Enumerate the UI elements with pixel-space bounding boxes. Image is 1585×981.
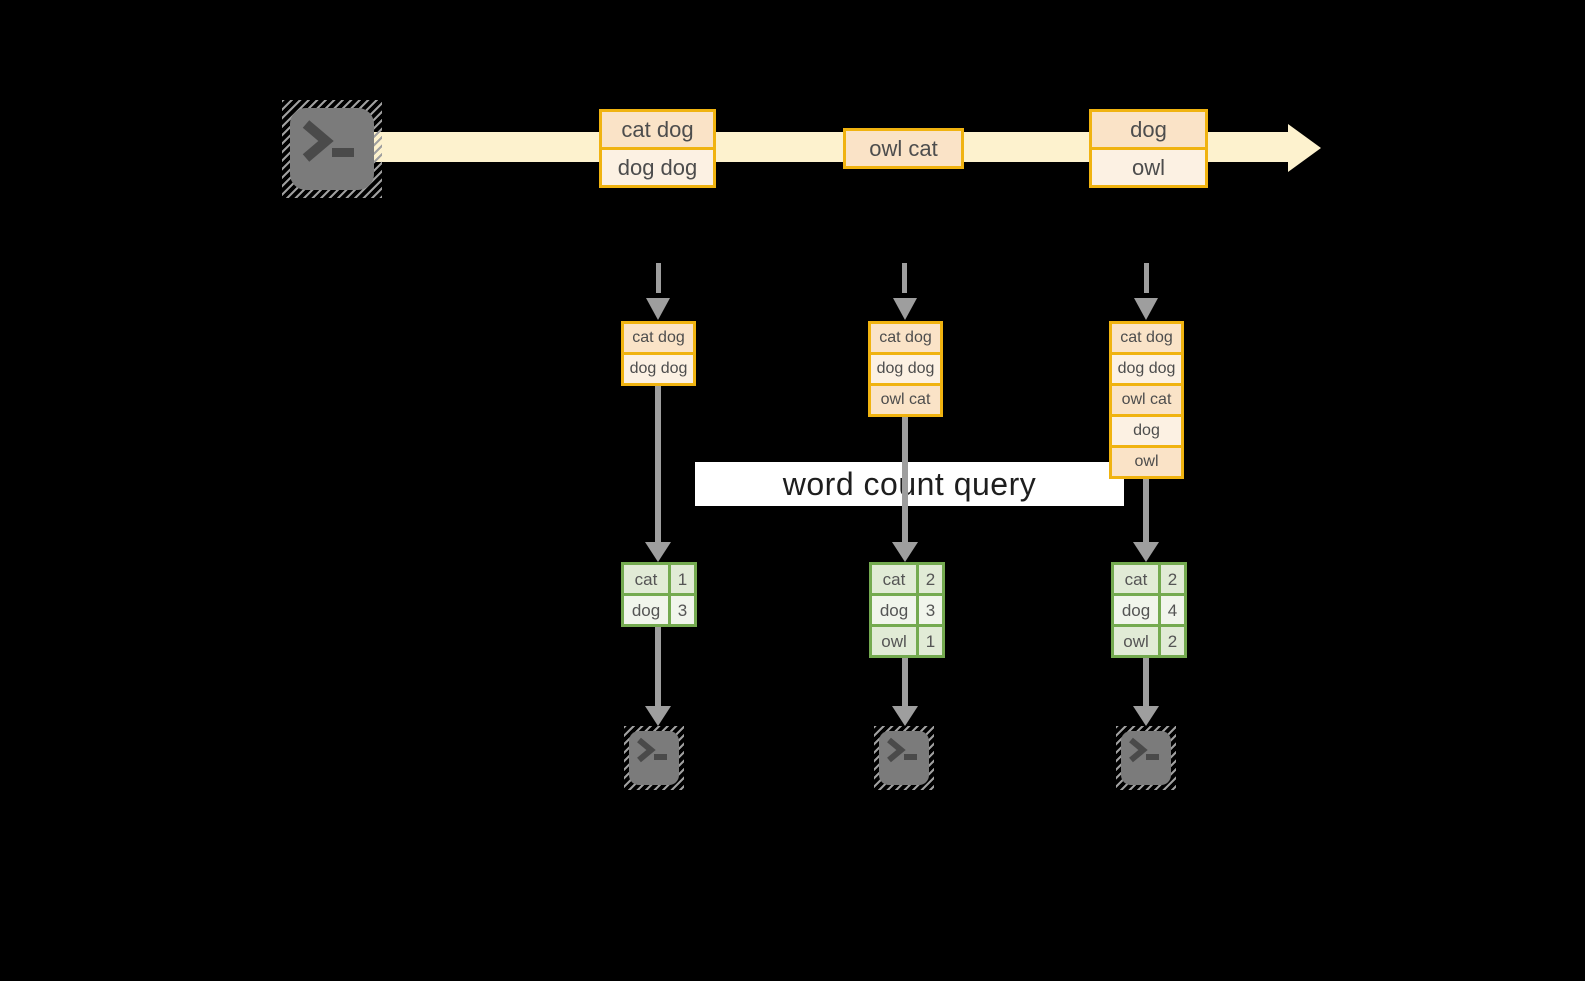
terminal-icon: [879, 731, 929, 785]
terminal-prompt-icon: [637, 737, 667, 763]
buffer-row: dog dog: [1112, 355, 1181, 383]
stream-record-line: dog: [1092, 112, 1205, 147]
query-arrowhead-3: [1133, 542, 1159, 562]
count-table-1: cat 1 dog 3: [621, 562, 697, 627]
sink-arrowhead-3: [1133, 706, 1159, 726]
ingest-arrow-dash-1: [656, 263, 661, 293]
stream-record-1: cat dog dog dog: [599, 109, 716, 188]
count-value: 3: [919, 596, 942, 624]
stream-record-line: owl cat: [846, 131, 961, 166]
source-terminal-hatch: [282, 100, 382, 198]
terminal-prompt-icon: [302, 120, 354, 162]
buffer-row: owl cat: [1112, 386, 1181, 414]
sink-arrow-line-3: [1143, 658, 1149, 707]
stream-record-line: owl: [1092, 150, 1205, 185]
query-banner-label: word count query: [782, 465, 1037, 502]
count-value: 3: [671, 596, 694, 624]
stream-record-line: dog dog: [602, 150, 713, 185]
count-value: 2: [919, 565, 942, 593]
ingest-arrow-dash-3: [1144, 263, 1149, 293]
buffer-row: dog dog: [624, 355, 693, 383]
count-word: cat: [1114, 565, 1158, 593]
ingest-arrow-dash-2: [902, 263, 907, 293]
buffer-row: dog dog: [871, 355, 940, 383]
sink-terminal-hatch-2: [874, 726, 934, 790]
count-word: dog: [624, 596, 668, 624]
sink-arrowhead-2: [892, 706, 918, 726]
terminal-prompt-icon: [1129, 737, 1159, 763]
count-value: 1: [671, 565, 694, 593]
query-banner: word count query: [695, 462, 1124, 506]
stream-record-3: dog owl: [1089, 109, 1208, 188]
terminal-prompt-icon: [887, 737, 917, 763]
query-arrowhead-1: [645, 542, 671, 562]
sink-terminal-hatch-1: [624, 726, 684, 790]
buffer-stack-3: cat dog dog dog owl cat dog owl: [1109, 321, 1184, 479]
stream-arrowhead: [1288, 124, 1321, 172]
count-value: 1: [919, 627, 942, 655]
count-table-2: cat 2 dog 3 owl 1: [869, 562, 945, 658]
count-value: 2: [1161, 627, 1184, 655]
count-word: cat: [872, 565, 916, 593]
buffer-row: owl cat: [871, 386, 940, 414]
ingest-arrowhead-1: [646, 298, 670, 320]
count-word: dog: [872, 596, 916, 624]
buffer-row: cat dog: [624, 324, 693, 352]
count-word: owl: [872, 627, 916, 655]
query-arrow-line-2: [902, 417, 908, 543]
buffer-row: owl: [1112, 448, 1181, 476]
sink-arrowhead-1: [645, 706, 671, 726]
buffer-stack-2: cat dog dog dog owl cat: [868, 321, 943, 417]
terminal-icon: [1121, 731, 1171, 785]
terminal-icon: [629, 731, 679, 785]
count-word: cat: [624, 565, 668, 593]
buffer-row: cat dog: [871, 324, 940, 352]
count-word: dog: [1114, 596, 1158, 624]
buffer-row: cat dog: [1112, 324, 1181, 352]
buffer-stack-1: cat dog dog dog: [621, 321, 696, 386]
ingest-arrowhead-3: [1134, 298, 1158, 320]
sink-arrow-line-1: [655, 627, 661, 707]
count-table-3: cat 2 dog 4 owl 2: [1111, 562, 1187, 658]
query-arrow-line-3: [1143, 479, 1149, 543]
terminal-icon: [290, 108, 374, 190]
sink-terminal-hatch-3: [1116, 726, 1176, 790]
stream-record-2: owl cat: [843, 128, 964, 169]
count-value: 4: [1161, 596, 1184, 624]
stream-record-line: cat dog: [602, 112, 713, 147]
buffer-row: dog: [1112, 417, 1181, 445]
query-arrowhead-2: [892, 542, 918, 562]
ingest-arrowhead-2: [893, 298, 917, 320]
sink-arrow-line-2: [902, 658, 908, 707]
query-arrow-line-1: [655, 386, 661, 543]
count-value: 2: [1161, 565, 1184, 593]
count-word: owl: [1114, 627, 1158, 655]
